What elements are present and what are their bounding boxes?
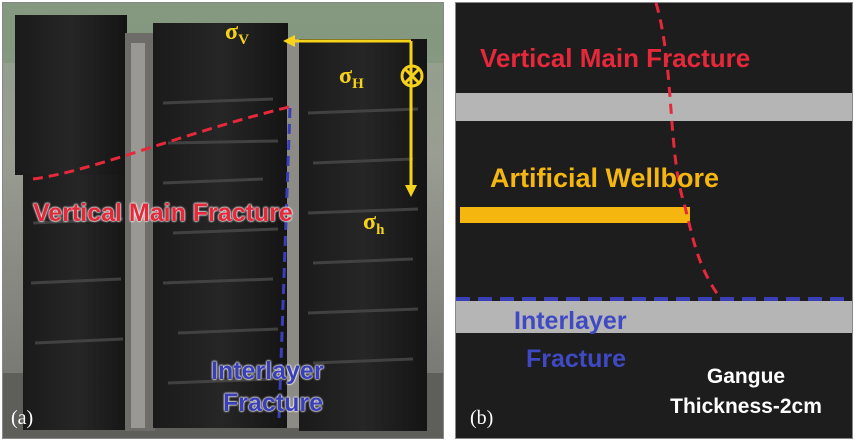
- stress-v-label: σV: [225, 19, 249, 48]
- gangue-label-line1: Gangue: [706, 365, 786, 388]
- interlayer-fracture-trace: [277, 107, 292, 419]
- interlayer-label-line1: Interlayer: [211, 357, 324, 385]
- panel-b-schematic: Vertical Main Fracture Artificial Wellbo…: [455, 2, 853, 439]
- vertical-fracture-trace: [32, 105, 290, 181]
- right-block: [299, 39, 427, 431]
- panel-b-tag: (b): [470, 407, 494, 429]
- artificial-wellbore: [460, 207, 690, 223]
- interlayer-label-line2: Fracture: [223, 389, 324, 417]
- vertical-fracture-label: Vertical Main Fracture: [33, 199, 293, 227]
- stress-h-label: σh: [363, 209, 385, 238]
- specimen-photo-illustration: [3, 3, 443, 438]
- stress-H-label: σH: [339, 63, 364, 92]
- panel-a-photo: σV σH σh Vertical Main Fracture Interlay…: [2, 2, 444, 439]
- out-of-plane-icon: [400, 64, 424, 88]
- panel-a-tag: (a): [11, 407, 34, 429]
- schematic-diagram: [456, 3, 852, 438]
- wellbore-label: Artificial Wellbore: [490, 163, 720, 193]
- gangue-layer-top: [456, 93, 852, 121]
- gangue-label-line2: Thickness-2cm: [670, 395, 822, 418]
- interlayer-label-b-line2: Fracture: [526, 345, 627, 373]
- bedding-streaks: [30, 97, 419, 385]
- vertical-main-fracture: [654, 3, 720, 296]
- left-top-block: [15, 15, 127, 175]
- vertical-fracture-label-b: Vertical Main Fracture: [480, 43, 751, 73]
- gangue-layer-bottom: [456, 301, 852, 333]
- interlayer-label-b-line1: Interlayer: [514, 307, 627, 335]
- left-bottom-block: [23, 175, 133, 430]
- central-block: [153, 23, 288, 428]
